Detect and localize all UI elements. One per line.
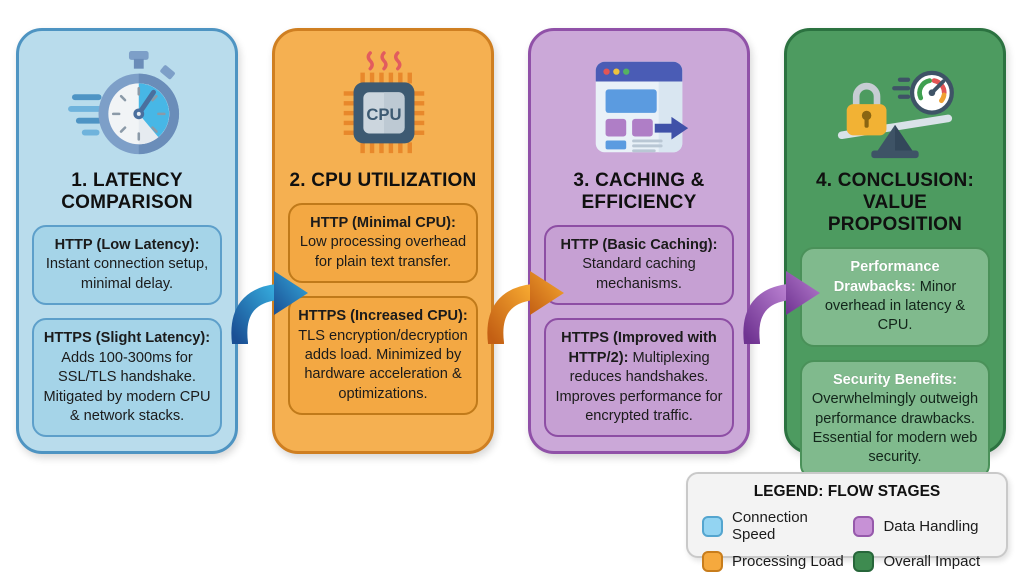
- info-box-heading: Performance Drawbacks:: [833, 259, 940, 295]
- flow-arrow-2: [483, 246, 565, 351]
- info-box-body: Multiplexing reduces handshakes. Improve…: [555, 349, 723, 424]
- info-box-body: Minor overhead in latency & CPU.: [824, 278, 966, 334]
- info-box-https: HTTPS (Improved with HTTP/2): Multiplexi…: [544, 318, 734, 438]
- legend-item-processing-load: Processing Load: [702, 551, 847, 572]
- card-title: 3. CACHING & EFFICIENCY: [573, 170, 705, 214]
- info-box-body: Low processing overhead for plain text t…: [299, 234, 467, 270]
- stage-card-caching-efficiency: 3. CACHING & EFFICIENCY HTTP (Basic Cach…: [528, 28, 750, 454]
- legend-swatch-connection-speed: [702, 515, 723, 537]
- info-box-text: Performance Drawbacks: Minor overhead in…: [809, 258, 981, 336]
- legend: LEGEND: FLOW STAGES Connection Speed Dat…: [686, 472, 1008, 572]
- cpu-icon-label: CPU: [366, 105, 401, 124]
- info-box-https: HTTPS (Increased CPU): TLS encryption/de…: [288, 296, 478, 416]
- info-box-http: HTTP (Basic Caching): Standard caching m…: [544, 225, 734, 306]
- info-box-heading: HTTP (Basic Caching):: [560, 237, 718, 254]
- info-box-body: Instant connection setup, minimal delay.: [45, 256, 209, 292]
- info-box-heading: HTTP (Low Latency):: [54, 237, 200, 254]
- stage-card-cpu-utilization: CPU 2. CPU UTILIZATION HTTP (Minimal CPU…: [272, 28, 494, 454]
- legend-item-overall-impact: Overall Impact: [853, 551, 992, 572]
- browser-icon: [580, 39, 698, 161]
- legend-item-label: Overall Impact: [883, 553, 981, 570]
- info-box-text: HTTPS (Improved with HTTP/2): Multiplexi…: [553, 329, 725, 426]
- info-box-http: HTTP (Low Latency): Instant connection s…: [32, 225, 222, 306]
- legend-item-label: Connection Speed: [732, 509, 808, 543]
- info-box-text: HTTP (Minimal CPU): Low processing overh…: [297, 214, 469, 272]
- legend-item-label: Processing Load: [732, 553, 844, 570]
- card-title: 4. CONCLUSION: VALUE PROPOSITION: [816, 170, 974, 236]
- info-box-text: HTTP (Low Latency): Instant connection s…: [41, 236, 213, 294]
- legend-item-label: Data Handling: [883, 517, 979, 535]
- legend-title: LEGEND: FLOW STAGES: [753, 483, 941, 500]
- info-box-drawbacks: Performance Drawbacks: Minor overhead in…: [800, 247, 990, 347]
- info-box-heading: HTTPS (Increased CPU):: [298, 308, 468, 325]
- legend-item-data-handling: Data Handling: [853, 509, 992, 543]
- info-box-text: HTTPS (Increased CPU): TLS encryption/de…: [297, 307, 469, 404]
- cpu-icon: CPU: [324, 39, 442, 161]
- flow-arrow-3: [739, 246, 821, 351]
- info-box-body: Standard caching mechanisms.: [582, 256, 696, 292]
- stopwatch-icon: [68, 39, 186, 161]
- info-box-heading: HTTPS (Improved with HTTP/2):: [561, 330, 717, 366]
- info-box-text: HTTPS (Slight Latency): Adds 100-300ms f…: [41, 329, 213, 426]
- info-box-benefits: Security Benefits: Overwhelmingly outwei…: [800, 359, 990, 479]
- stage-card-conclusion: 4. CONCLUSION: VALUE PROPOSITION Perform…: [784, 28, 1006, 479]
- info-box-body: TLS encryption/decryption adds load. Min…: [298, 327, 468, 402]
- stage-card-latency-comparison: 1. LATENCY COMPARISON HTTP (Low Latency)…: [16, 28, 238, 454]
- legend-swatch-data-handling: [853, 515, 875, 537]
- info-box-body: Overwhelmingly outweigh performance draw…: [811, 391, 979, 466]
- info-box-heading: HTTP (Minimal CPU):: [310, 215, 456, 232]
- legend-swatch-overall-impact: [853, 551, 875, 572]
- balance-icon: [824, 39, 966, 161]
- info-box-text: Security Benefits: Overwhelmingly outwei…: [809, 371, 981, 468]
- legend-item-connection-speed: Connection Speed: [702, 509, 847, 543]
- info-box-heading: HTTPS (Slight Latency):: [43, 330, 211, 347]
- info-box-heading: Security Benefits:: [832, 371, 958, 388]
- card-title: 1. LATENCY COMPARISON: [61, 170, 193, 214]
- card-title: 2. CPU UTILIZATION: [289, 170, 477, 191]
- legend-grid: Connection Speed Data Handling Processin…: [702, 509, 992, 572]
- info-box-https: HTTPS (Slight Latency): Adds 100-300ms f…: [32, 318, 222, 438]
- legend-swatch-processing-load: [702, 551, 723, 572]
- info-box-http: HTTP (Minimal CPU): Low processing overh…: [288, 203, 478, 284]
- info-box-text: HTTP (Basic Caching): Standard caching m…: [553, 236, 725, 294]
- info-box-body: Adds 100-300ms for SSL/TLS handshake. Mi…: [43, 349, 211, 424]
- flow-arrow-1: [227, 246, 309, 351]
